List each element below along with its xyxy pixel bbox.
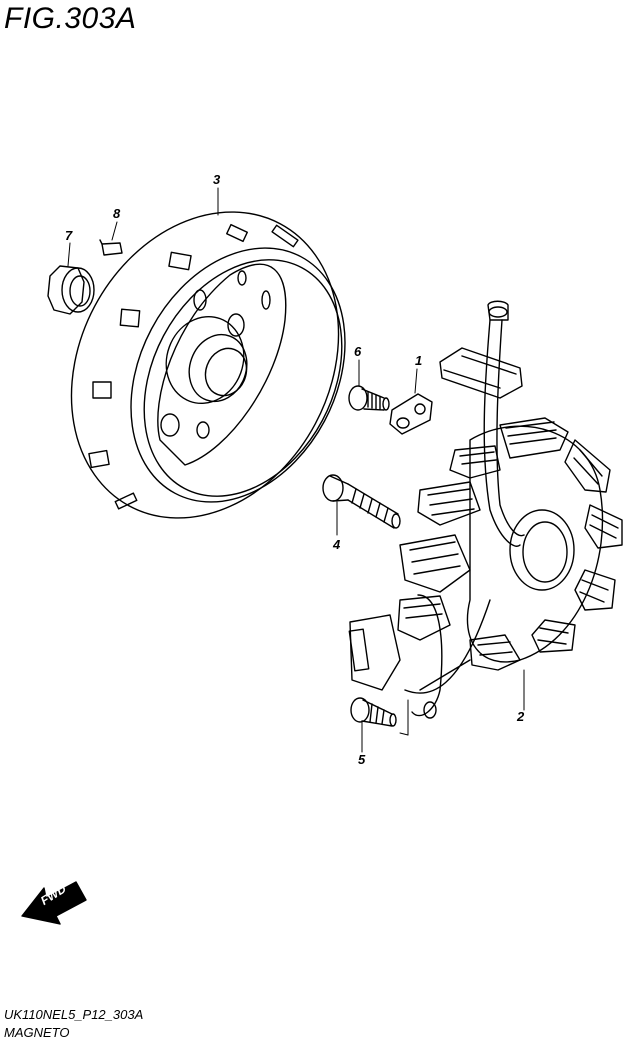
diagram-code: UK110NEL5_P12_303A: [4, 1007, 144, 1022]
diagram-name: MAGNETO: [4, 1025, 70, 1040]
callout-3: 3: [213, 172, 221, 187]
bolt-part-4[interactable]: [322, 474, 401, 529]
screw-part-6[interactable]: [348, 385, 390, 411]
callout-8: 8: [113, 206, 121, 221]
callout-4: 4: [333, 537, 341, 552]
clamp-plate-part-1[interactable]: [389, 393, 433, 435]
callout-5: 5: [358, 752, 366, 767]
flywheel-nut-part-7[interactable]: [47, 265, 95, 315]
callout-6: 6: [354, 344, 362, 359]
callout-1: 1: [415, 353, 423, 368]
leader-lines: [67, 187, 525, 753]
woodruff-key-part-8[interactable]: [99, 239, 123, 256]
stator-part-2[interactable]: [348, 300, 623, 719]
fwd-arrow-icon: [21, 881, 87, 925]
figure-title: FIG.303A: [4, 2, 137, 35]
flywheel-rotor-part-3[interactable]: [20, 165, 391, 565]
callout-2: 2: [517, 709, 525, 724]
screw-part-5[interactable]: [350, 697, 397, 727]
callout-7: 7: [65, 228, 73, 243]
